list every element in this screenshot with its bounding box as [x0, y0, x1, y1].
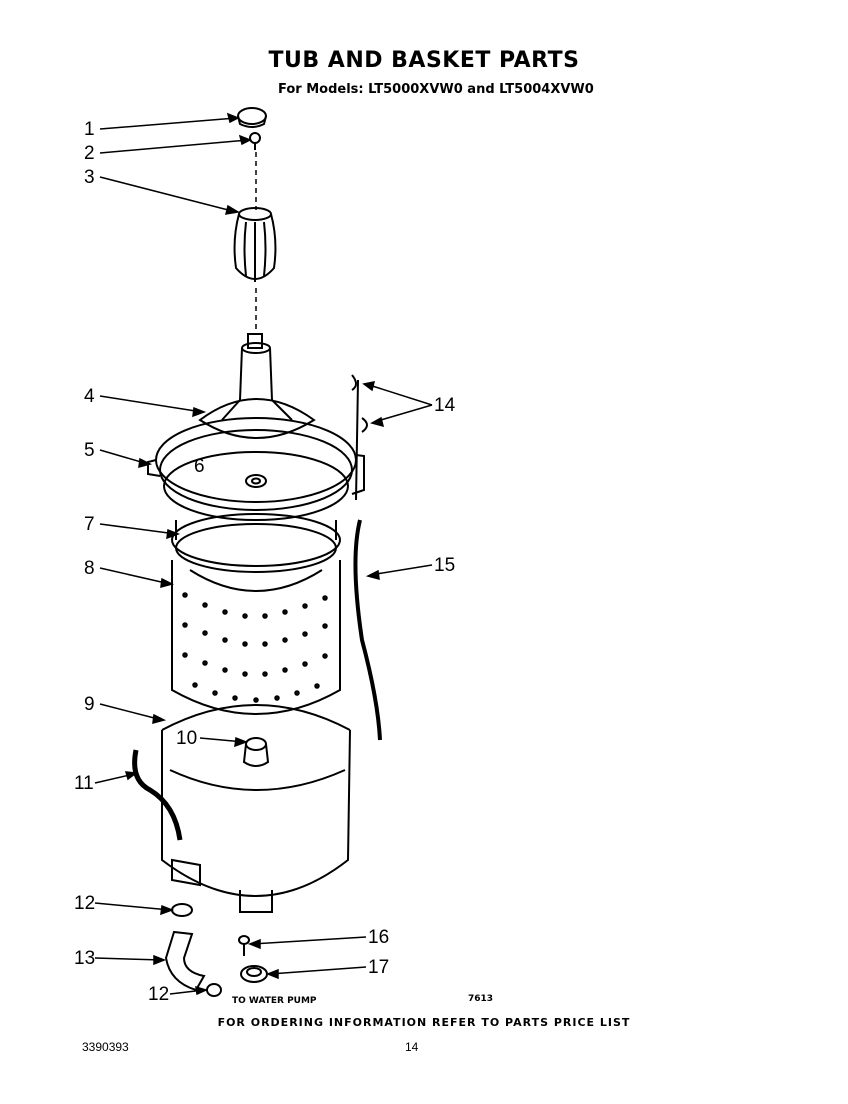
callout-16: 16: [368, 927, 390, 948]
models-subtitle: For Models: LT5000XVW0 and LT5004XVW0: [278, 82, 594, 97]
part-3-agitator-top: [233, 207, 277, 282]
callout-6: 6: [194, 456, 205, 477]
callout-1: 1: [84, 119, 95, 140]
part-6-nut: [245, 474, 267, 488]
page-title: TUB AND BASKET PARTS: [268, 48, 580, 73]
part-1-cap: [237, 107, 267, 128]
document-number: 3390393: [82, 1040, 129, 1054]
callout-10: 10: [176, 728, 198, 749]
callout-11: 11: [74, 773, 94, 794]
callout-12-upper: 12: [74, 893, 96, 914]
callout-15: 15: [434, 555, 456, 576]
page-number: 14: [405, 1040, 419, 1054]
part-9-outer-tub: [161, 704, 351, 913]
callout-8: 8: [84, 558, 95, 579]
callout-12-lower: 12: [148, 984, 170, 1005]
part-10-hub: [242, 737, 270, 767]
part-7-balance-ring: [171, 513, 341, 573]
callout-3: 3: [84, 167, 95, 188]
part-8-basket: [171, 560, 341, 715]
pump-note: TO WATER PUMP: [232, 996, 317, 1006]
part-16-screw: [238, 935, 250, 956]
part-12-clamp-lower: [206, 983, 222, 997]
part-11-hose: [132, 749, 183, 841]
figure-number: 7613: [468, 994, 494, 1004]
part-17-grommet: [240, 965, 268, 983]
part-2-nut: [249, 132, 261, 150]
callout-5: 5: [84, 440, 95, 461]
callout-7: 7: [84, 514, 95, 535]
callout-4: 4: [84, 386, 95, 407]
callout-9: 9: [84, 694, 95, 715]
part-13-elbow: [164, 930, 206, 992]
part-14-clips: [351, 374, 368, 501]
callout-17: 17: [368, 957, 390, 978]
ordering-footer: FOR ORDERING INFORMATION REFER TO PARTS …: [217, 1016, 631, 1029]
part-5-tub-ring: [147, 417, 365, 521]
part-4-agitator: [198, 333, 316, 439]
part-15-hose: [353, 519, 382, 741]
callout-13: 13: [74, 948, 96, 969]
callout-2: 2: [84, 143, 95, 164]
part-12-clamp-upper: [171, 903, 193, 917]
callout-14: 14: [434, 395, 456, 416]
